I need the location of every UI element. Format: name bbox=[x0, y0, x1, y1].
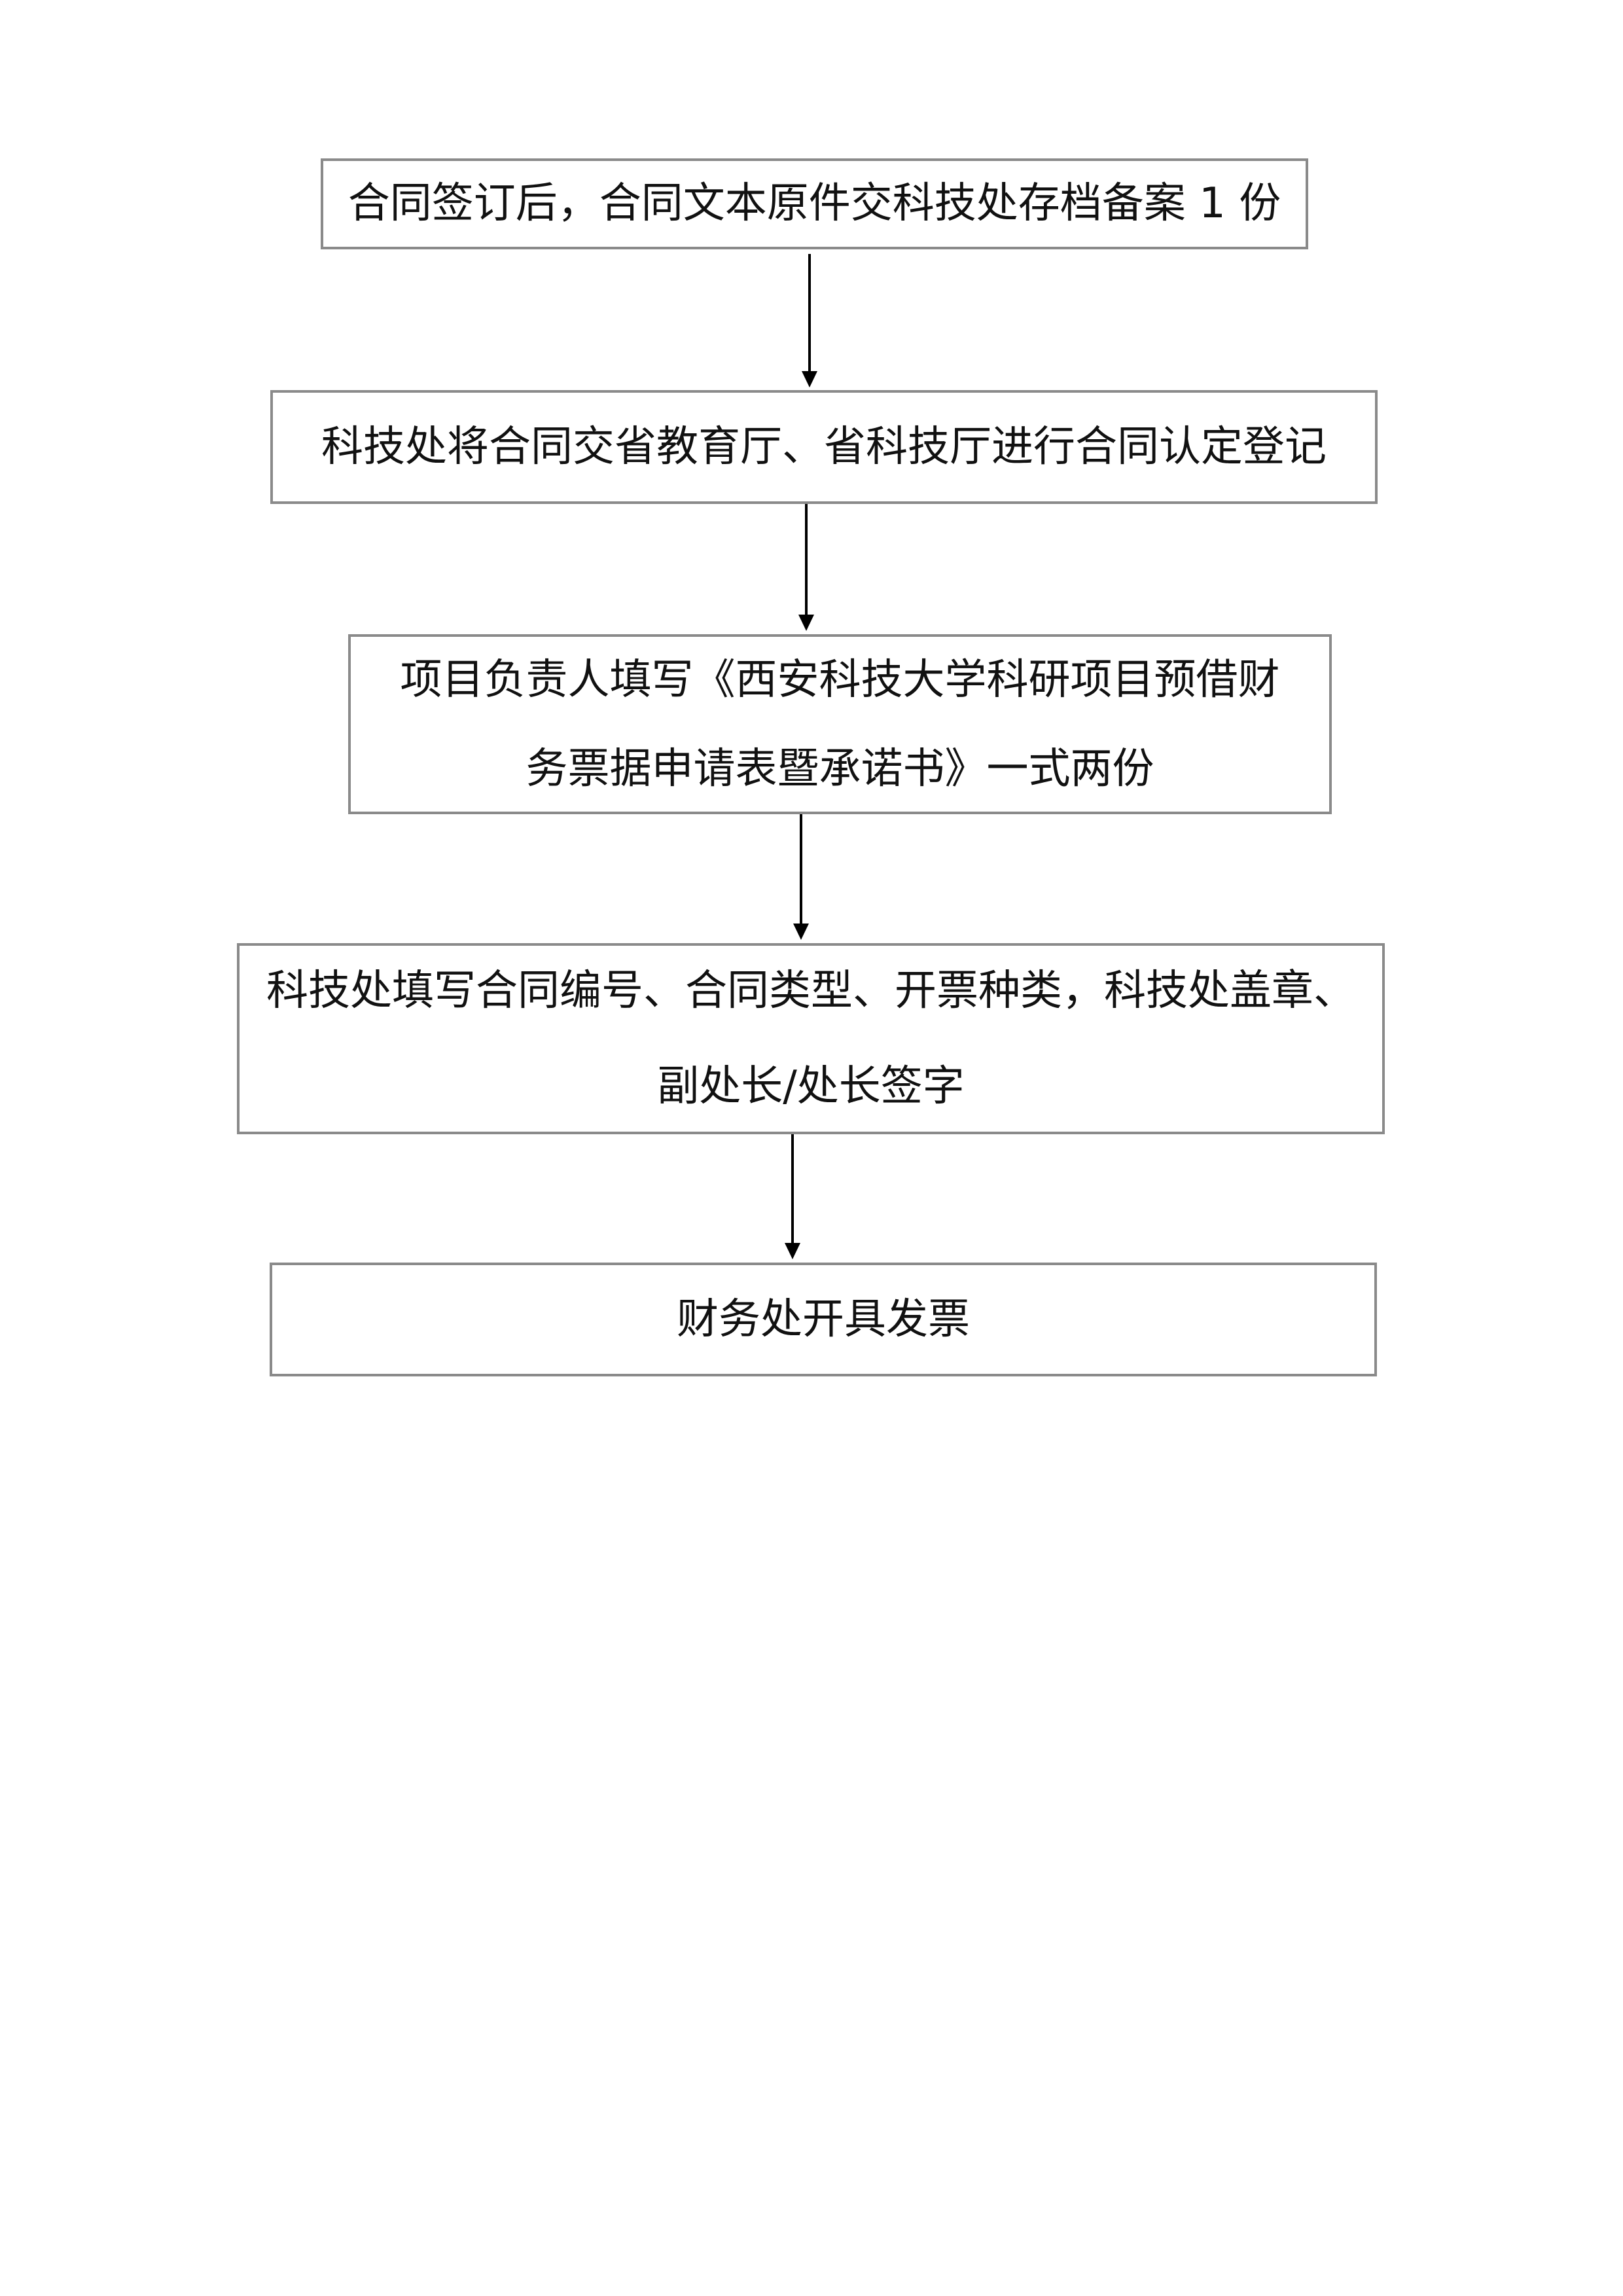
flow-step-2-text: 科技处将合同交省教育厅、省科技厅进行合同认定登记 bbox=[321, 422, 1327, 471]
flow-step-5-text: 财务处开具发票 bbox=[677, 1295, 970, 1344]
arrow-1-to-2 bbox=[802, 254, 817, 387]
arrow-4-to-5 bbox=[785, 1134, 800, 1259]
flow-step-4-box: 科技处填写合同编号、合同类型、开票种类，科技处盖章、 副处长/处长签字 bbox=[237, 943, 1385, 1134]
flow-step-3-line-2: 务票据申请表暨承诺书》一式两份 bbox=[526, 744, 1154, 793]
arrow-2-to-3 bbox=[798, 504, 814, 631]
flow-step-4-line-2: 副处长/处长签字 bbox=[657, 1062, 965, 1111]
flow-step-1-box: 合同签订后，合同文本原件交科技处存档备案 1 份 bbox=[321, 158, 1308, 249]
flow-step-3-line-1: 项目负责人填写《西安科技大学科研项目预借财 bbox=[400, 655, 1280, 704]
flow-step-3-box: 项目负责人填写《西安科技大学科研项目预借财 务票据申请表暨承诺书》一式两份 bbox=[348, 634, 1332, 814]
flow-step-4-line-1: 科技处填写合同编号、合同类型、开票种类，科技处盖章、 bbox=[266, 967, 1355, 1015]
flow-step-1-text: 合同签订后，合同文本原件交科技处存档备案 1 份 bbox=[348, 179, 1281, 228]
arrow-3-to-4 bbox=[793, 814, 809, 940]
flow-step-4-text: 科技处填写合同编号、合同类型、开票种类，科技处盖章、 副处长/处长签字 bbox=[266, 943, 1355, 1134]
flow-step-5-box: 财务处开具发票 bbox=[270, 1263, 1377, 1376]
flow-step-2-box: 科技处将合同交省教育厅、省科技厅进行合同认定登记 bbox=[270, 390, 1378, 504]
flow-step-3-text: 项目负责人填写《西安科技大学科研项目预借财 务票据申请表暨承诺书》一式两份 bbox=[401, 636, 1280, 814]
